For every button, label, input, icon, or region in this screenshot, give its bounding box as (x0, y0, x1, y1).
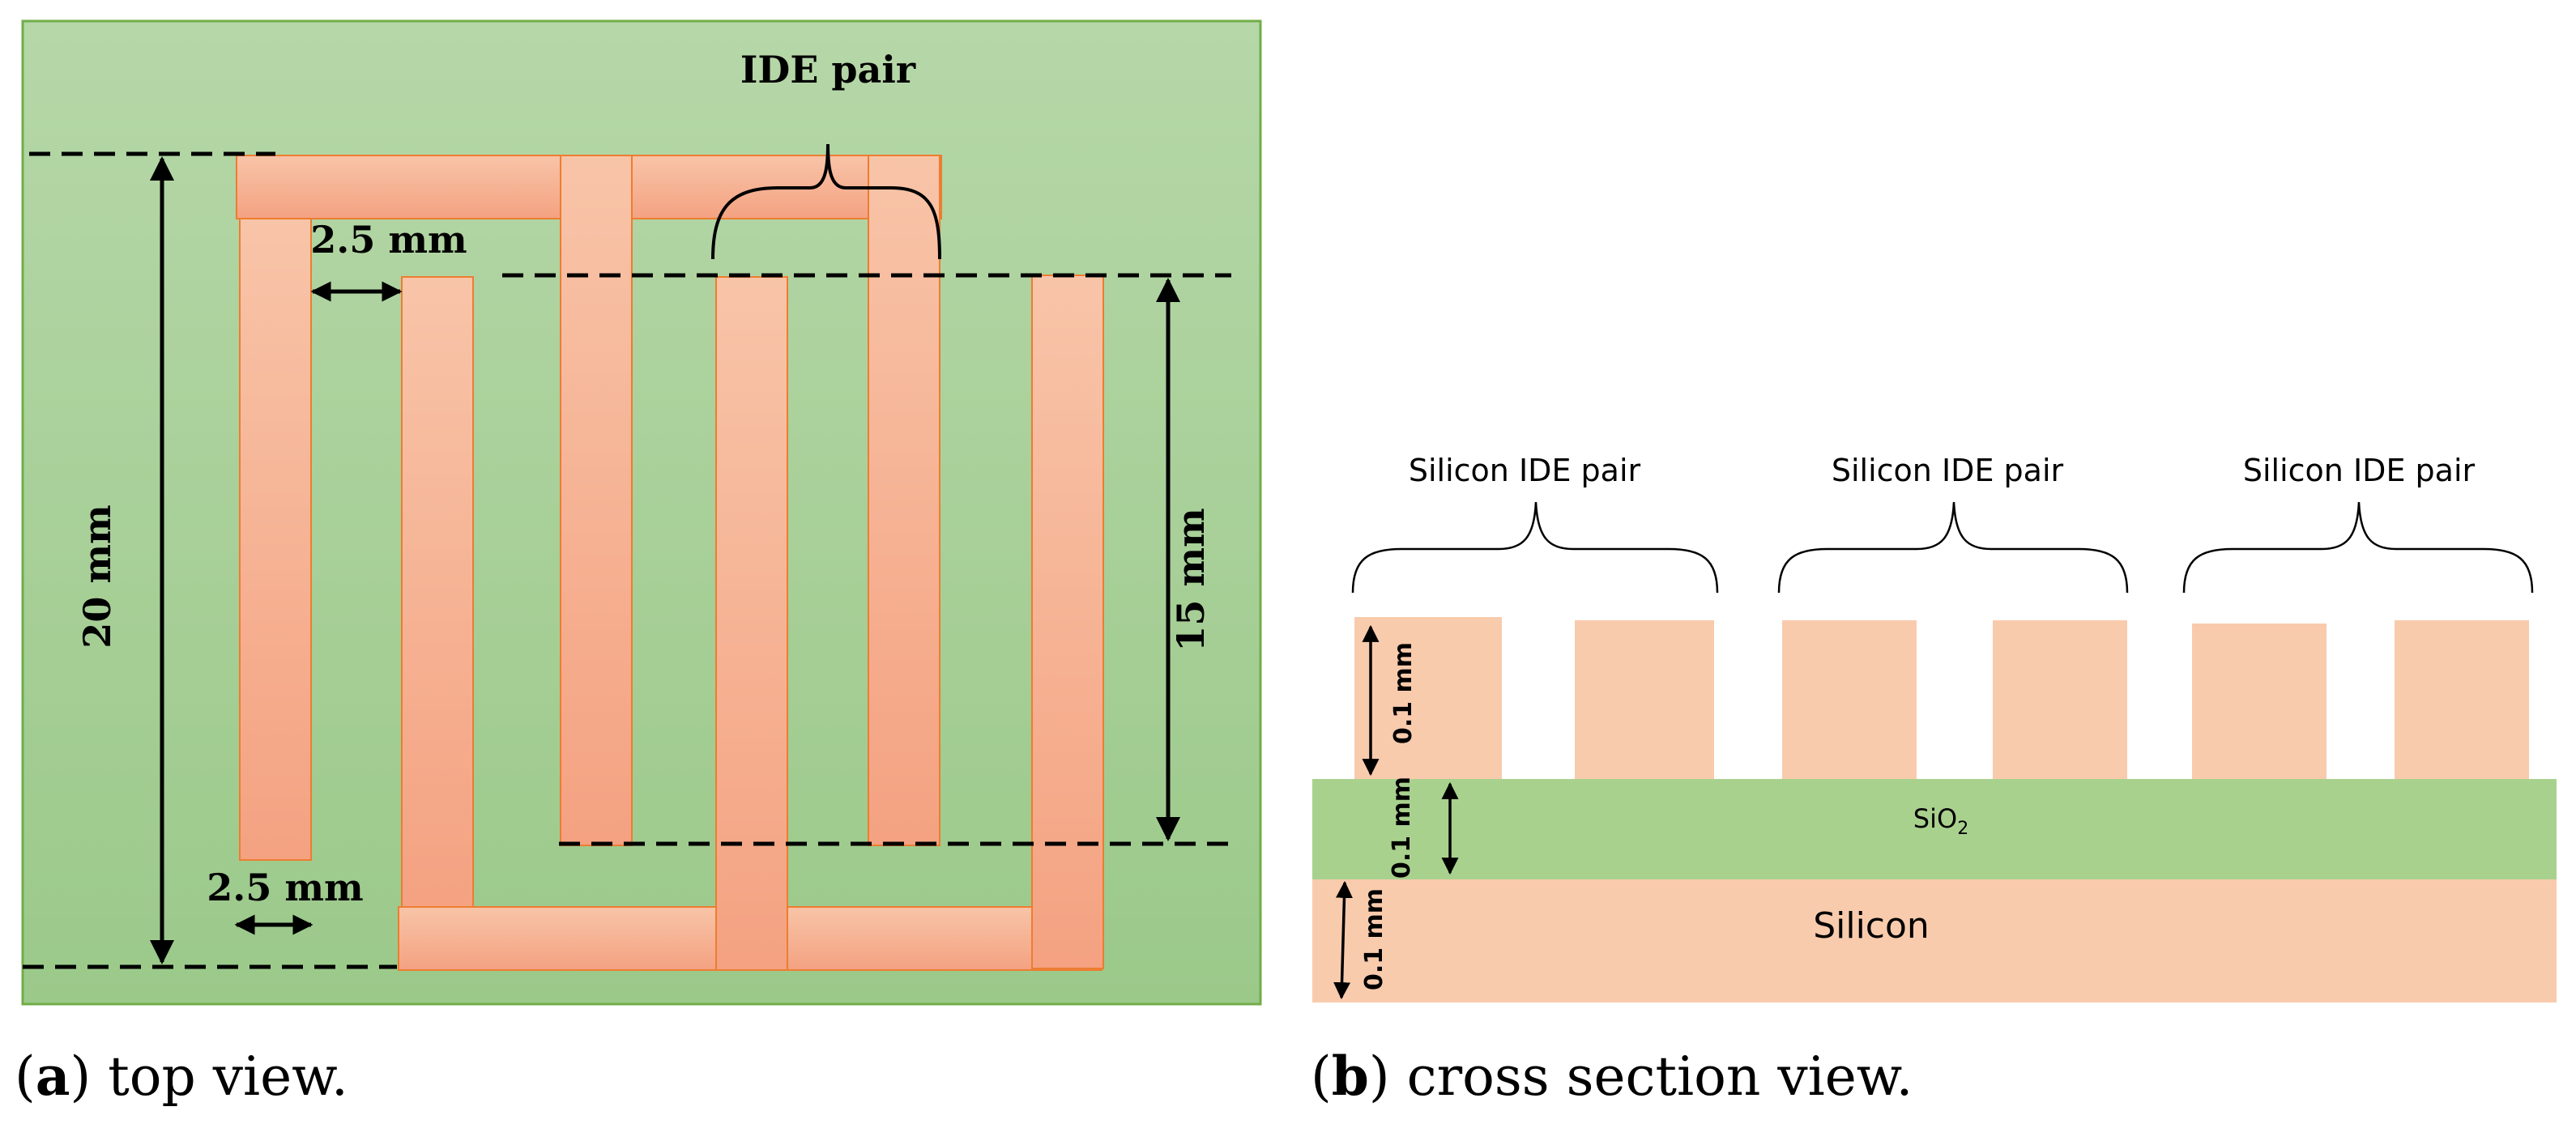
silicon-electrodes (1354, 617, 2529, 779)
right-comb-finger-1 (401, 276, 474, 908)
pair-label-2: Silicon IDE pair (1832, 453, 2064, 488)
sio2-label-subscript: 2 (1957, 819, 1968, 839)
silicon-substrate-layer (1312, 879, 2557, 1002)
dimension-arrows-top-view (150, 156, 1180, 964)
dim-silicon-height-label: 0.1 mm (1360, 888, 1388, 990)
caption-a-letter: a (36, 1045, 70, 1108)
ide-pair-brace (711, 143, 941, 260)
sio2-label-main: SiO (1913, 803, 1957, 834)
pair-brace-2 (1777, 501, 2129, 594)
sio2-layer (1312, 779, 2557, 879)
electrode-4 (1993, 620, 2127, 779)
top-view-panel: IDE pair 2.5 mm 2.5 mm 20 mm 15 mm (a) t… (15, 19, 1262, 1108)
electrode-2 (1575, 620, 1714, 779)
pair-label-3: Silicon IDE pair (2243, 453, 2476, 488)
caption-b: (b) cross section view. (1311, 1045, 1913, 1108)
left-comb-finger-1 (239, 218, 312, 861)
dim-15mm-label: 15 mm (1169, 508, 1213, 651)
pair-brace-1 (1351, 501, 1719, 594)
ide-pair-label: IDE pair (740, 48, 916, 92)
arrow-silicon-height (1333, 880, 1353, 1000)
right-comb-electrode (398, 275, 1104, 971)
dim-electrode-height-label: 0.1 mm (1389, 642, 1418, 744)
electrode-5 (2192, 624, 2327, 779)
left-comb-electrode (236, 155, 942, 861)
silicon-label: Silicon (1813, 905, 1930, 947)
caption-b-text: cross section view. (1390, 1045, 1913, 1108)
electrode-1 (1354, 617, 1502, 779)
pair-braces (1351, 501, 2534, 594)
pair-brace-3 (2182, 501, 2534, 594)
caption-a-text: top view. (91, 1045, 348, 1108)
sio2-label: SiO2 (1913, 803, 1968, 839)
left-comb-finger-2 (560, 155, 633, 846)
caption-b-letter: b (1332, 1045, 1369, 1108)
dimension-arrows-cross-section (1333, 624, 1459, 1000)
dim-oxide-height-label: 0.1 mm (1388, 777, 1416, 879)
cross-section-panel: Silicon IDE pair Silicon IDE pair Silico… (1311, 453, 2557, 1108)
dim-gap-top-label: 2.5 mm (310, 218, 467, 262)
left-comb-finger-3 (868, 155, 940, 846)
pair-label-1: Silicon IDE pair (1409, 453, 1641, 488)
right-comb-finger-2 (715, 276, 788, 971)
dim-20mm-label: 20 mm (75, 504, 119, 648)
dashed-reference-lines (23, 151, 1231, 969)
right-comb-finger-3 (1031, 275, 1104, 969)
electrode-6 (2395, 620, 2529, 779)
dim-width-bottom-label: 2.5 mm (207, 866, 363, 909)
caption-a: (a) top view. (15, 1045, 348, 1108)
electrode-3 (1782, 620, 1917, 779)
